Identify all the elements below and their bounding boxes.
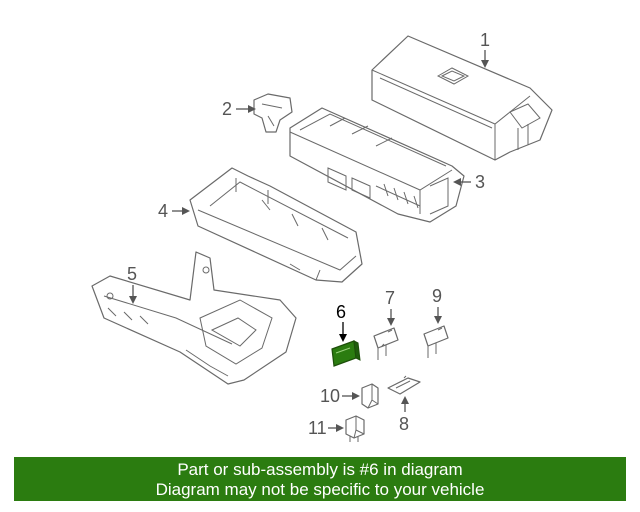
callout-7: 7	[385, 288, 395, 308]
part-1-cover[interactable]	[371, 35, 553, 161]
arrowhead-6	[339, 334, 347, 342]
part-10-component[interactable]	[361, 383, 379, 409]
arrowhead-10	[352, 392, 360, 400]
arrowhead-9	[434, 316, 442, 324]
arrowhead-5	[129, 296, 137, 304]
part-5-bracket[interactable]	[91, 251, 297, 385]
callout-2: 2	[222, 99, 232, 119]
arrowhead-3	[453, 178, 461, 186]
part-8-fusible-link[interactable]	[387, 375, 421, 395]
callout-3: 3	[475, 172, 485, 192]
arrowhead-1	[481, 60, 489, 68]
banner-line-part: Part or sub-assembly is #6 in diagram	[177, 460, 463, 479]
part-11-relay[interactable]	[345, 415, 365, 442]
arrowhead-8	[401, 396, 409, 404]
info-banner: Part or sub-assembly is #6 in diagram Di…	[14, 457, 626, 501]
banner-line-disclaimer: Diagram may not be specific to your vehi…	[155, 480, 485, 499]
arrowhead-2	[248, 105, 256, 113]
callout-9: 9	[432, 286, 442, 306]
part-3-fuse-box[interactable]	[289, 107, 465, 223]
callout-1: 1	[480, 30, 490, 50]
callout-4: 4	[158, 201, 168, 221]
callout-8: 8	[399, 414, 409, 434]
arrowhead-7	[387, 318, 395, 326]
arrowhead-11	[336, 424, 344, 432]
callout-11: 11	[308, 418, 327, 438]
callout-5: 5	[127, 264, 137, 284]
part-9-fuse[interactable]	[423, 325, 449, 358]
part-4-tray[interactable]	[189, 167, 363, 283]
callout-10: 10	[320, 386, 340, 406]
parts-diagram: 1 2 3 4	[91, 30, 553, 442]
part-6-fuse-highlighted[interactable]	[331, 340, 361, 367]
part-2-clip[interactable]	[253, 93, 293, 133]
callout-6: 6	[336, 302, 346, 322]
arrowhead-4	[182, 207, 190, 215]
part-7-fuse[interactable]	[373, 327, 399, 360]
